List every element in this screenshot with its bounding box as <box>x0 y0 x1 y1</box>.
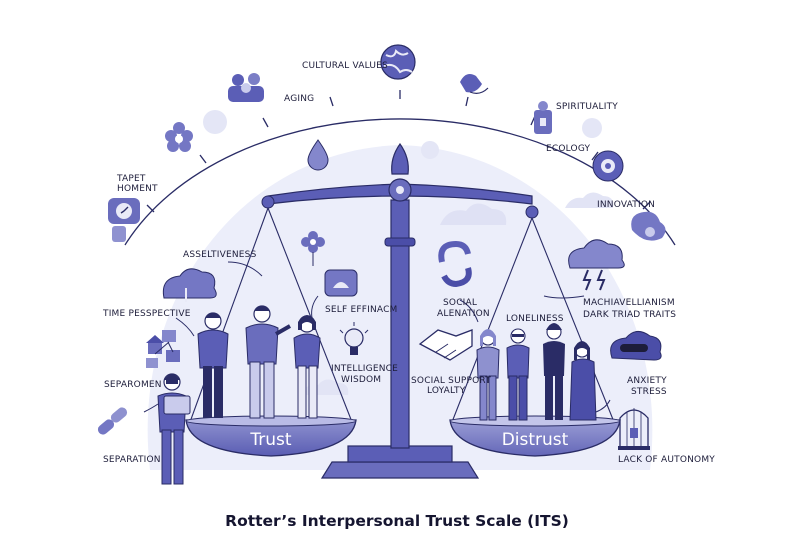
gear-globe-icon <box>592 150 624 182</box>
person-figure <box>543 323 565 420</box>
label-assertiveness: ASSELTIVENESS <box>183 250 257 260</box>
label-self-efficacy: SELF EFFINACM <box>325 305 398 315</box>
label-tapet: TAPET <box>116 174 146 184</box>
top-arc <box>124 118 676 246</box>
chain-link-icon <box>438 240 472 288</box>
person-figure <box>245 305 291 419</box>
pan-label-distrust: Distrust <box>502 430 569 450</box>
person-with-board <box>157 373 191 485</box>
person-figure <box>476 329 500 421</box>
flower-icon <box>165 122 193 152</box>
scale-beam <box>261 178 539 219</box>
label-separomen: SEPAROMEN <box>104 380 162 390</box>
person-figure <box>197 312 229 418</box>
label-machiavellianism: MACHIAVELLIANISM <box>583 298 675 308</box>
label-wisdom: WISDOM <box>341 375 381 385</box>
person-figure <box>293 315 321 419</box>
water-drop-icon <box>307 139 329 171</box>
label-separation: SEPARATION <box>103 455 161 465</box>
people-group-icon <box>228 73 264 102</box>
label-loyalty: LOYALTY <box>427 386 466 396</box>
hourglass-icon <box>534 101 552 134</box>
cloud-icon <box>162 268 217 302</box>
label-loneliness: LONELINESS <box>506 314 564 324</box>
person-figure <box>569 341 597 421</box>
label-dark-triad-traits: DARK TRIAD TRAITS <box>583 310 676 320</box>
mask-cloud-icon <box>610 331 662 361</box>
clock-moment-icon <box>108 198 140 242</box>
broken-link-icon <box>97 407 128 435</box>
label-stress: STRESS <box>631 387 667 397</box>
label-lack-of-autonomy: LACK OF AUTONOMY <box>618 455 715 465</box>
storm-cloud-icon <box>568 239 625 291</box>
pan-label-trust: Trust <box>249 430 292 450</box>
page-title: Rotter’s Interpersonal Trust Scale (ITS) <box>225 512 569 530</box>
birdcage-icon <box>618 408 650 450</box>
label-aging: AGING <box>284 94 314 104</box>
globe-icon <box>380 44 416 80</box>
hands-icon <box>460 74 489 94</box>
lightbulb-icon <box>339 322 369 355</box>
flower-pot-icon <box>301 231 325 266</box>
label-social: SOCIAL <box>443 298 477 308</box>
label-intelligence: INTELLIGENCE <box>331 364 398 374</box>
trust-pan: Trust <box>185 415 357 457</box>
label-social-support: SOCIAL SUPPORT <box>411 376 491 386</box>
self-efficacy-icon <box>324 269 358 297</box>
innovation-bubble-icon <box>631 211 666 241</box>
label-cultural-values: CULTURAL VALUES <box>302 61 388 71</box>
label-innovation: INNOVATION <box>597 200 655 210</box>
pointer-arrows <box>143 261 611 413</box>
label-alenation: ALENATION <box>437 309 490 319</box>
cloud-decoration <box>440 203 507 225</box>
houses-network-icon <box>146 330 180 368</box>
label-spirituality: SPIRITUALITY <box>556 102 618 112</box>
label-anxiety: ANXIETY <box>627 376 667 386</box>
label-ecology: ECOLOGY <box>546 144 591 154</box>
person-figure <box>506 328 530 421</box>
label-homent: HOMENT <box>117 184 158 194</box>
handshake-icon <box>418 329 473 361</box>
label-time-perspective: TIME PESSPECTIVE <box>102 309 191 319</box>
